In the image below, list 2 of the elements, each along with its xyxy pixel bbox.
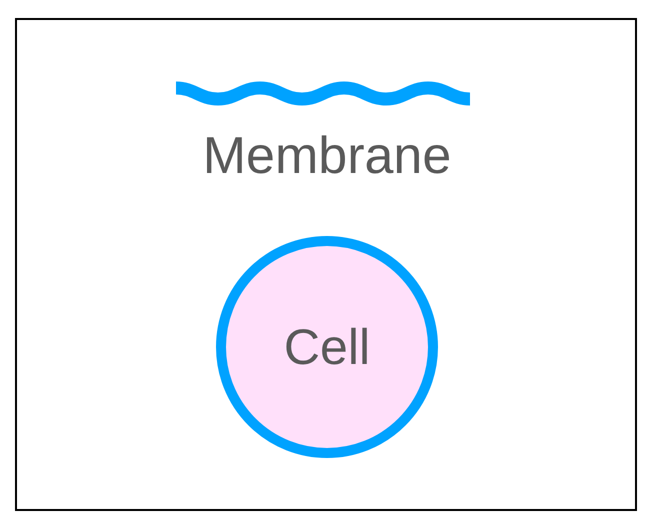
cell-label: Cell xyxy=(284,318,370,376)
membrane-label: Membrane xyxy=(202,126,452,186)
